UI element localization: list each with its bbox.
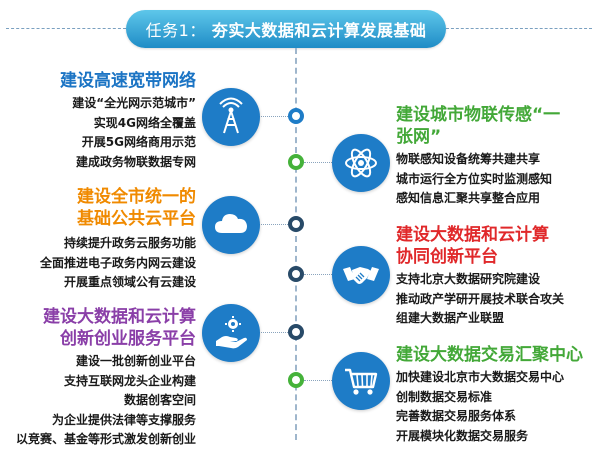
timeline-dot (288, 372, 304, 388)
right-section-collaborative: 建设大数据和云计算 协同创新平台 支持北京大数据研究院建设 推动政产学研开展技术… (396, 224, 596, 329)
section-heading-line: 创新创业服务平台 (60, 329, 196, 349)
timeline-dot (288, 266, 304, 282)
center-timeline (295, 48, 297, 440)
section-item: 开展模块化数据交易服务 (396, 428, 529, 443)
section-item: 为企业提供法律等支撑服务 (51, 412, 196, 427)
section-heading-line: 协同创新平台 (396, 247, 498, 267)
section-heading-line: 张网” (396, 127, 442, 147)
section-item: 创制数据交易标准 (396, 389, 493, 404)
connector-line (304, 162, 332, 163)
timeline-dot (288, 324, 304, 340)
section-item: 城市运行全方位实时监测感知 (396, 171, 553, 186)
section-item: 支持互联网龙头企业构建 (63, 373, 196, 388)
connector-line (304, 380, 332, 381)
connector-line (304, 274, 332, 275)
section-item: 组建大数据产业联盟 (396, 311, 505, 325)
page-title: 任务1： 夯实大数据和云计算发展基础 (126, 10, 446, 48)
section-item: 实现4G网络全覆盖 (93, 115, 196, 130)
section-item: 支持北京大数据研究院建设 (396, 272, 541, 286)
section-item: 物联感知设备统筹共建共享 (396, 152, 541, 166)
section-heading-line: 建设全市统一的 (77, 187, 196, 207)
section-heading-line: 基础公共云平台 (77, 209, 196, 229)
title-left-rule (6, 28, 126, 29)
section-item: 建成政务物联数据专网 (75, 154, 196, 169)
hand-gear-icon (202, 304, 260, 362)
shopping-cart-icon (332, 352, 390, 410)
title-text: 夯实大数据和云计算发展基础 (211, 21, 427, 40)
title-prefix: 任务1： (145, 21, 206, 40)
handshake-icon (332, 246, 390, 304)
left-section-broadband: 建设高速宽带网络 建设“全光网示范城市” 实现4G网络全覆盖 开展5G网络商用示… (6, 70, 196, 172)
section-item: 建设“全光网示范城市” (72, 96, 196, 110)
section-item: 加快建设北京市大数据交易中心 (396, 370, 565, 384)
timeline-dot (288, 216, 304, 232)
title-right-rule (446, 28, 592, 29)
section-item: 开展重点领域公有云建设 (63, 275, 196, 289)
left-section-public-cloud: 建设全市统一的 基础公共云平台 持续提升政务云服务功能 全面推进电子政务内网云建… (6, 186, 196, 293)
section-item: 持续提升政务云服务功能 (63, 236, 196, 250)
section-item: 推动政产学研开展技术联合攻关 (396, 291, 565, 306)
right-section-iot: 建设城市物联传感“一 张网” 物联感知设备统筹共建共享 城市运行全方位实时监测感… (396, 104, 596, 209)
section-heading: 建设大数据交易汇聚中心 (396, 345, 583, 365)
section-item: 全面推进电子政务内网云建设 (39, 255, 196, 270)
atom-icon (332, 134, 390, 192)
section-item: 完善数据交易服务体系 (396, 409, 517, 423)
cloud-icon (202, 196, 260, 254)
timeline-dot (288, 154, 304, 170)
section-item: 以竞赛、基金等形式激发创新创业 (15, 432, 196, 446)
section-heading-line: 建设大数据和云计算 (43, 307, 196, 327)
section-item: 开展5G网络商用示范 (81, 135, 196, 149)
right-section-trading-center: 建设大数据交易汇聚中心 加快建设北京市大数据交易中心 创制数据交易标准 完善数据… (396, 344, 596, 446)
section-heading-line: 建设城市物联传感“一 (396, 105, 561, 125)
connector-line (258, 116, 288, 117)
connector-line (258, 224, 288, 225)
timeline-dot (288, 108, 304, 124)
left-section-innovation-service: 建设大数据和云计算 创新创业服务平台 建设一批创新创业平台 支持互联网龙头企业构… (0, 306, 196, 450)
antenna-tower-icon (202, 88, 260, 146)
section-item: 感知信息汇聚共享整合应用 (396, 191, 541, 205)
section-item: 数据创客空间 (123, 393, 196, 407)
connector-line (258, 332, 288, 333)
section-item: 建设一批创新创业平台 (75, 354, 196, 368)
section-heading: 建设高速宽带网络 (60, 71, 196, 91)
section-heading-line: 建设大数据和云计算 (396, 225, 549, 245)
